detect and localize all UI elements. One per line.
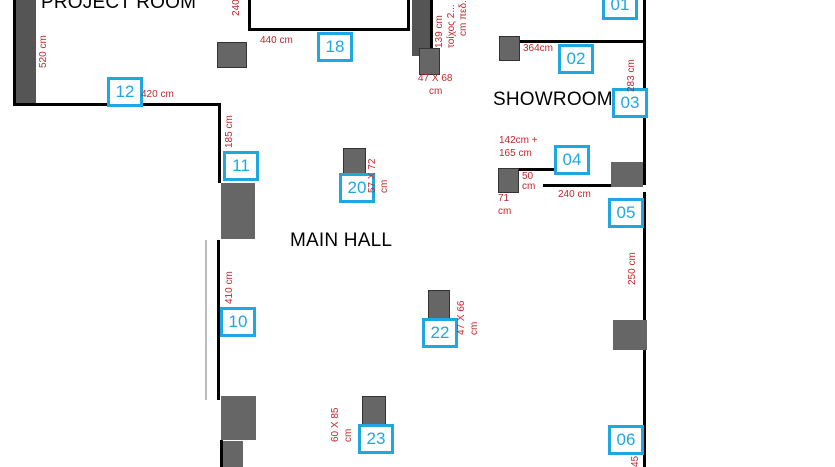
pillar-main-hall-lower xyxy=(221,396,256,440)
spot-03[interactable]: 03 xyxy=(612,88,648,118)
wall-showroom-top xyxy=(518,40,646,43)
measure-240-top: 240 xyxy=(231,0,242,16)
spot-10[interactable]: 10 xyxy=(220,307,256,337)
pillar-main-hall-right xyxy=(613,320,647,350)
wall-stair-right xyxy=(407,0,410,31)
spot-02[interactable]: 02 xyxy=(558,44,594,74)
spot-04[interactable]: 04 xyxy=(554,145,590,175)
pillar-main-hall-upper xyxy=(221,183,255,239)
wall-core-right xyxy=(430,0,433,50)
measure-520: 520 cm xyxy=(38,35,49,68)
main-hall-label: MAIN HALL xyxy=(290,230,393,251)
wall-project-room-left xyxy=(13,0,16,106)
measure-57x72: 57 X 72 xyxy=(367,158,378,193)
measure-142: 142cm + xyxy=(499,135,538,146)
measure-71-cm: cm xyxy=(498,206,512,217)
measure-47x68-cm: cm xyxy=(429,86,443,97)
pedestal-47x68 xyxy=(419,48,440,75)
measure-240: 240 cm xyxy=(558,189,591,200)
spot-06[interactable]: 06 xyxy=(608,425,644,455)
spot-18[interactable]: 18 xyxy=(317,32,353,62)
measure-410: 410 cm xyxy=(224,271,235,304)
measure-364: 364cm xyxy=(523,43,554,54)
measure-250: 250 cm xyxy=(627,252,638,285)
wall-main-hall-left-lower xyxy=(217,240,220,400)
wall-stair-bottom xyxy=(248,28,410,31)
pillar-main-hall-bottom xyxy=(223,441,243,467)
measure-45: 45 xyxy=(630,455,641,467)
spot-05[interactable]: 05 xyxy=(608,198,644,228)
wall-stair-left xyxy=(248,0,251,31)
measure-47x66: 47 X 66 xyxy=(456,300,467,335)
measure-pedilo: cm πεδ... xyxy=(458,0,469,36)
showroom-label: SHOWROOM xyxy=(493,89,613,110)
spot-12[interactable]: 12 xyxy=(107,77,143,107)
wall-showroom-bottom xyxy=(543,184,611,187)
pillar-showroom-door xyxy=(611,162,643,187)
spot-11[interactable]: 11 xyxy=(223,151,259,181)
wall-main-hall-left-bottom xyxy=(220,440,223,467)
project-room-label: PROJECT ROOM xyxy=(41,0,197,13)
measure-60x85-cm: cm xyxy=(343,428,354,442)
measure-283: 283 cm xyxy=(626,59,637,92)
wall-panel-project-room xyxy=(16,0,36,104)
measure-47x66-cm: cm xyxy=(469,321,480,335)
measure-57x72-cm: cm xyxy=(379,179,390,193)
measure-50-cm: cm xyxy=(522,181,536,192)
spot-22[interactable]: 22 xyxy=(422,318,458,348)
pedestal-04 xyxy=(498,168,519,193)
measure-toixos: τοίχος 2... xyxy=(446,4,457,48)
measure-60x85: 60 X 85 xyxy=(330,407,341,442)
measure-71: 71 xyxy=(498,193,510,204)
wall-panel-core xyxy=(412,0,430,56)
wall-showroom-middle xyxy=(518,168,558,171)
pedestal-02 xyxy=(499,36,520,61)
pedestal-23 xyxy=(362,396,386,425)
spot-20[interactable]: 20 xyxy=(339,173,375,203)
spot-23[interactable]: 23 xyxy=(358,424,394,454)
measure-47x68: 47 X 68 xyxy=(418,73,453,84)
measure-420: 420 cm xyxy=(141,89,174,100)
measure-185: 185 cm xyxy=(224,115,235,148)
spot-01[interactable]: 01 xyxy=(602,0,638,20)
measure-50: 50 xyxy=(522,171,534,182)
pedestal-18 xyxy=(217,42,247,68)
wall-main-hall-left-upper xyxy=(218,103,221,183)
measure-440: 440 cm xyxy=(260,35,293,46)
pedestal-22 xyxy=(428,290,450,319)
measure-165: 165 cm xyxy=(499,148,532,159)
wall-main-hall-left-glass xyxy=(205,240,207,400)
measure-139: 139 cm xyxy=(434,15,445,48)
